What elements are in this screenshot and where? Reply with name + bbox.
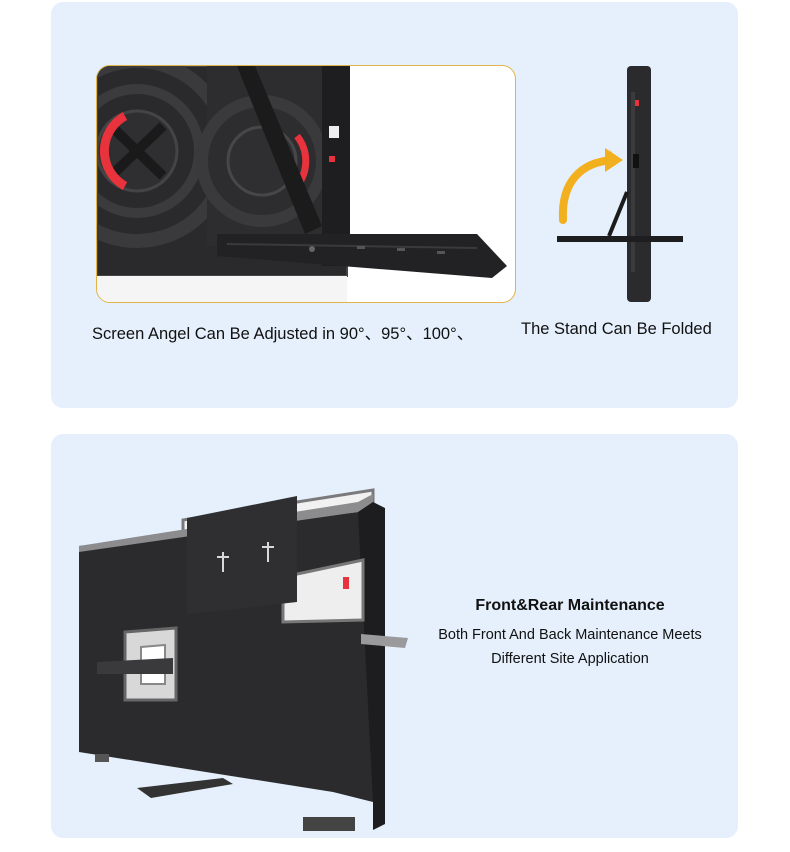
fold-caption: The Stand Can Be Folded bbox=[521, 320, 712, 338]
maintenance-description: Both Front And Back Maintenance Meets Di… bbox=[421, 623, 719, 671]
stand-leg bbox=[237, 66, 322, 234]
maintenance-description-line-2: Different Site Application bbox=[491, 651, 649, 667]
top-feature-panel: Screen Angel Can Be Adjusted in 90°、95°、… bbox=[51, 2, 738, 408]
folded-stand-illustration bbox=[557, 66, 683, 302]
rear-cover-open bbox=[187, 496, 297, 614]
maintenance-feature-text: Front&Rear Maintenance Both Front And Ba… bbox=[421, 597, 719, 671]
maintenance-cabinet-illustration bbox=[79, 488, 408, 831]
stand-angle-illustration bbox=[97, 66, 507, 302]
maintenance-description-line-1: Both Front And Back Maintenance Meets bbox=[438, 627, 702, 643]
stand-angle-photo bbox=[96, 65, 516, 303]
cabinet-side-edge bbox=[358, 502, 385, 830]
module-door bbox=[97, 658, 173, 674]
handle-icon bbox=[361, 634, 408, 648]
power-connector-icon bbox=[343, 577, 349, 589]
fold-arrow-icon bbox=[558, 156, 617, 224]
folded-base bbox=[557, 236, 683, 242]
foot-right bbox=[303, 817, 355, 831]
foot-stand bbox=[137, 778, 233, 798]
maintenance-title: Front&Rear Maintenance bbox=[475, 597, 665, 614]
bottom-feature-panel: Front&Rear Maintenance Both Front And Ba… bbox=[51, 434, 738, 838]
angle-caption: Screen Angel Can Be Adjusted in 90°、95°、… bbox=[92, 325, 474, 343]
